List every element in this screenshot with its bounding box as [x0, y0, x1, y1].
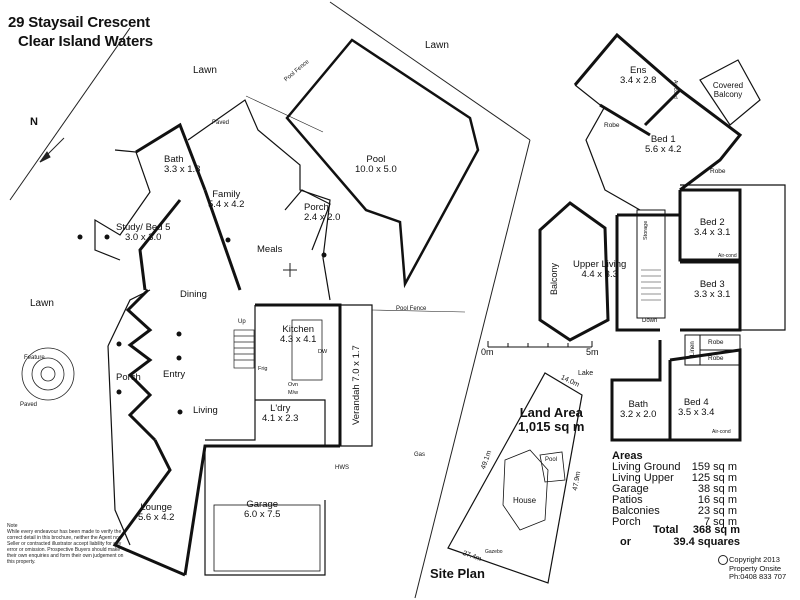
stairs-up-label: Up — [238, 319, 246, 325]
robe-label-bed4: Robe — [708, 355, 724, 362]
north-compass-icon — [39, 137, 65, 163]
aircond-label-bed2: Air-cond — [718, 253, 737, 259]
areas-heading: Areas — [612, 450, 643, 462]
dishwasher-label: DW — [318, 349, 328, 355]
linen-label: Linen — [690, 341, 696, 356]
scale-bar — [487, 341, 593, 348]
site-plan-title: Site Plan — [430, 566, 485, 581]
ground-stairs — [233, 329, 255, 369]
aircond-label-ensuite: Air-cond — [672, 80, 678, 99]
pool-fence-label-right: Pool Fence — [396, 306, 427, 312]
ground-fixtures — [77, 234, 327, 415]
fridge-label: Frig — [258, 366, 268, 372]
lawn-label-top-right: Lawn — [425, 40, 449, 51]
ground-floor-walls — [94, 99, 373, 577]
scale-start-label: 0m — [481, 347, 494, 357]
storage-label: Storage — [643, 220, 649, 240]
stairs-down-label: Down — [642, 318, 658, 324]
feature-label: Feature — [24, 355, 45, 361]
lawn-label-top: Lawn — [193, 65, 217, 76]
robe-label-bed2: Robe — [710, 168, 726, 175]
microwave-label: M/w — [288, 390, 299, 396]
site-gazebo-label: Gazebo — [485, 549, 503, 555]
room-meals: Meals — [257, 244, 283, 255]
robe-label-bed3: Robe — [708, 339, 724, 346]
ceiling-fan-icon — [283, 263, 297, 277]
address-line-2: Clear Island Waters — [18, 33, 153, 50]
site-pool-label: Pool — [545, 457, 558, 463]
paved-label-top: Paved — [212, 120, 230, 126]
site-plan-drawing — [447, 372, 583, 584]
room-verandah: Verandah 7.0 x 1.7 — [351, 345, 362, 425]
room-dining: Dining — [180, 289, 207, 300]
scale-end-label: 5m — [586, 347, 599, 357]
upper-stairs — [641, 269, 661, 301]
upper-floor-walls — [538, 32, 786, 442]
oven-label: Ovn — [288, 382, 299, 388]
room-living: Living — [193, 405, 218, 416]
room-entry: Entry — [163, 369, 186, 380]
site-house-label: House — [513, 496, 537, 505]
room-covered-balcony: Covered Balcony — [712, 81, 744, 99]
hws-label: HWS — [335, 465, 349, 471]
feature-circle — [21, 347, 75, 401]
room-porch-front: Porch — [116, 372, 141, 383]
gas-label: Gas — [414, 452, 426, 458]
robe-label-ensuite: Robe — [604, 122, 620, 129]
compass-label: N — [30, 116, 38, 128]
site-boundary-lines — [9, 1, 531, 599]
copyright-logo-icon — [718, 555, 728, 565]
paved-label-left: Paved — [20, 402, 38, 408]
lake-label: Lake — [578, 370, 594, 377]
disclaimer-note: Note While every endeavour has been made… — [7, 523, 124, 565]
address-line-1: 29 Staysail Crescent — [8, 14, 150, 31]
aircond-label-bed4: Air-cond — [712, 429, 731, 435]
room-balcony: Balcony — [549, 262, 559, 295]
copyright-block: Copyright 2013 Property Onsite Ph:0408 8… — [729, 555, 787, 581]
lawn-label-left: Lawn — [30, 298, 54, 309]
pool-outline — [285, 38, 480, 289]
kitchen-island — [291, 319, 323, 381]
